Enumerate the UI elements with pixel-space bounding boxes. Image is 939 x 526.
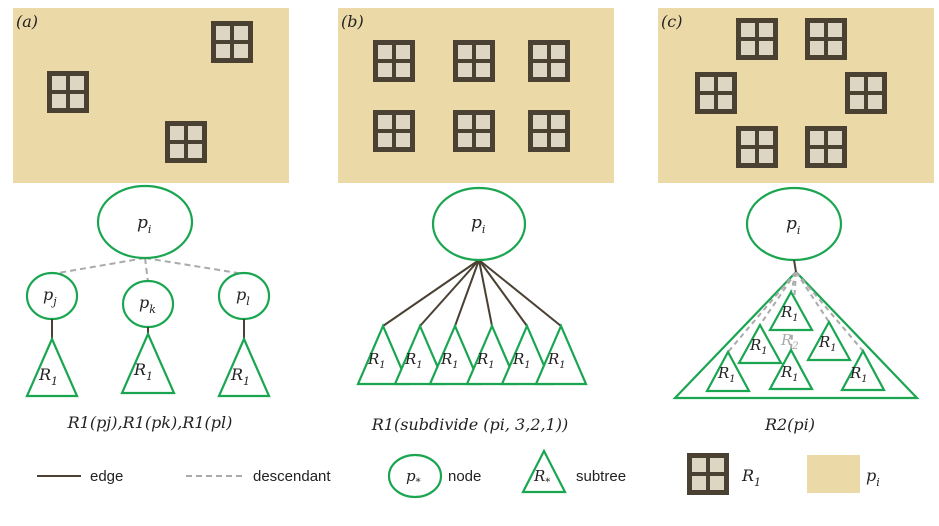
tree-b: pi R1 R1 R1 R1 R1 R1 R1(subdivide (pi, 3… xyxy=(356,186,588,434)
subtree-label: R1 xyxy=(476,350,495,371)
tree-a: pi pj pk pl R1 R1 R1 R1(pj),R1(pk),R1(pl… xyxy=(25,184,271,432)
legend-node-label: node xyxy=(448,468,481,485)
r1-window-icon xyxy=(528,40,570,82)
edge xyxy=(382,259,480,327)
descendant-link xyxy=(795,271,830,323)
descendant-link xyxy=(144,257,245,275)
descendant-link xyxy=(144,257,149,283)
caption-a: R1(pj),R1(pk),R1(pl) xyxy=(67,413,233,432)
subtree-triangle xyxy=(25,336,79,398)
caption-b: R1(subdivide (pi, 3,2,1)) xyxy=(371,415,569,434)
edge xyxy=(454,259,480,327)
legend-edge-label: edge xyxy=(90,468,123,485)
r1-window-icon xyxy=(453,110,495,152)
r1-window-icon xyxy=(736,18,778,60)
r1-window-icon xyxy=(453,40,495,82)
subtree-triangle xyxy=(465,323,519,386)
subtree-label: R1 xyxy=(780,303,799,324)
subtree-label: R1 xyxy=(717,364,736,385)
edge xyxy=(793,259,797,273)
subtree-triangle xyxy=(705,349,751,393)
edge xyxy=(478,259,493,327)
tree-c: pi R2 R1 R1 R1 R1 R1 R1 R2(pi) xyxy=(672,186,920,434)
subtree-label: R1 xyxy=(404,350,423,371)
legend-pi-label: pi xyxy=(866,466,880,489)
legend-subtree-swatch xyxy=(521,448,567,494)
subtree-label: R1 xyxy=(440,350,459,371)
descendant-link xyxy=(51,257,146,275)
subtree-label: R1 xyxy=(749,336,768,357)
legend: edge descendant p* node R* subtree R1 pi xyxy=(37,448,880,499)
r1-window-icon xyxy=(165,121,207,163)
legend-r1-window-icon xyxy=(687,453,729,495)
subtree-label: R1 xyxy=(133,360,153,383)
child-node-pl-label: pl xyxy=(236,285,250,308)
r1-window-icon xyxy=(736,126,778,168)
root-node xyxy=(96,184,194,260)
subtree-triangle xyxy=(120,331,176,395)
r1-window-icon xyxy=(805,18,847,60)
r1-window-icon xyxy=(373,110,415,152)
subtree-triangle xyxy=(217,336,271,398)
r1-window-icon xyxy=(845,72,887,114)
legend-node-swatch xyxy=(387,453,443,499)
child-node-pk-label: pk xyxy=(139,293,156,316)
subtree-label: R1 xyxy=(230,365,250,388)
legend-descendant-label: descendant xyxy=(253,468,331,485)
root-node xyxy=(431,186,527,262)
legend-node-symbol: p* xyxy=(406,467,421,488)
r1-window-icon xyxy=(47,71,89,113)
edge xyxy=(478,259,562,327)
panel-c-label: (c) xyxy=(661,12,682,31)
subtree-label: R1 xyxy=(780,363,799,384)
subtree-triangle xyxy=(393,323,447,386)
subtree-triangle xyxy=(500,323,554,386)
root-node-label: pi xyxy=(471,213,485,236)
subtree-triangle xyxy=(737,322,783,365)
child-node-pj-label: pj xyxy=(43,285,57,308)
edge xyxy=(419,259,480,327)
root-node-label: pi xyxy=(137,213,151,236)
subtree-label: R1 xyxy=(547,350,566,371)
root-node-label: pi xyxy=(786,214,800,237)
legend-subtree-label: subtree xyxy=(576,468,626,485)
r1-window-icon xyxy=(695,72,737,114)
panel-b-label: (b) xyxy=(341,12,364,31)
r1-window-icon xyxy=(528,110,570,152)
panel-b-region xyxy=(338,8,614,183)
subtree-label: R1 xyxy=(849,364,868,385)
r1-window-icon xyxy=(805,126,847,168)
subtree-triangle xyxy=(356,323,410,386)
descendant-link xyxy=(759,271,797,326)
subtree-label: R1 xyxy=(818,333,837,354)
subtree-triangle xyxy=(840,348,886,392)
r1-window-icon xyxy=(373,40,415,82)
subtree-triangle xyxy=(768,347,814,391)
subtree-label: R1 xyxy=(38,365,58,388)
subtree-triangle xyxy=(768,289,814,332)
edge xyxy=(478,259,528,327)
subtree-triangle xyxy=(428,323,482,386)
panel-a-label: (a) xyxy=(16,12,38,31)
caption-c: R2(pi) xyxy=(764,415,815,434)
legend-r1-label: R1 xyxy=(741,466,761,489)
r1-window-icon xyxy=(211,21,253,63)
inner-subtree-label: R2 xyxy=(780,331,799,352)
legend-subtree-symbol: R* xyxy=(533,467,550,488)
legend-pi-swatch xyxy=(807,455,860,493)
subtree-triangle xyxy=(534,323,588,386)
subtree-label: R1 xyxy=(512,350,531,371)
subtree-label: R1 xyxy=(367,350,386,371)
subtree-triangle xyxy=(806,319,852,362)
